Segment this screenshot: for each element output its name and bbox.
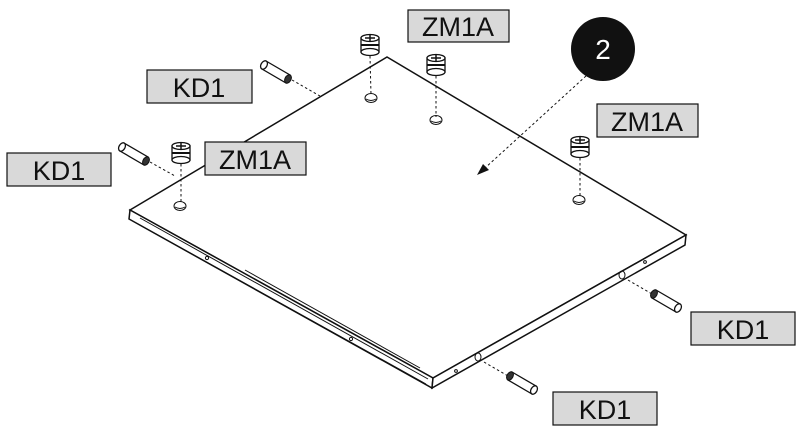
label-text: KD1 xyxy=(173,73,226,103)
cam-lock-icon xyxy=(171,33,590,165)
step-badge: 2 xyxy=(571,17,635,81)
dowel-right-icon xyxy=(650,289,683,313)
part-labels: ZM1A KD1 ZM1A ZM1A KD1 KD1 KD1 xyxy=(6,9,796,426)
label-cam-right: ZM1A xyxy=(596,103,699,138)
dowel-bottom-icon xyxy=(506,371,539,395)
label-text: ZM1A xyxy=(422,12,494,42)
label-dowel-left: KD1 xyxy=(6,152,112,187)
dowel-left-icon xyxy=(117,142,150,166)
step-number: 2 xyxy=(595,34,611,65)
cam-left-icon xyxy=(171,141,191,165)
label-text: KD1 xyxy=(33,156,86,186)
label-cam-left: ZM1A xyxy=(204,141,307,176)
dowel-icon xyxy=(117,60,683,395)
label-cam-top: ZM1A xyxy=(407,9,510,43)
label-text: KD1 xyxy=(579,395,632,425)
cam-top-left-icon xyxy=(360,33,380,57)
cam-holes xyxy=(173,93,586,211)
label-dowel-bottom: KD1 xyxy=(552,391,658,426)
dowel-top-left-icon xyxy=(259,60,292,84)
panel-board xyxy=(128,56,688,390)
cam-right-icon xyxy=(570,135,590,159)
alignment-lines xyxy=(149,55,653,377)
label-dowel-right: KD1 xyxy=(690,311,796,346)
step-pointer xyxy=(477,75,587,175)
cam-top-right-icon xyxy=(426,53,446,77)
label-text: ZM1A xyxy=(219,145,291,175)
label-text: KD1 xyxy=(717,315,770,345)
label-dowel-top-left: KD1 xyxy=(146,69,253,104)
label-text: ZM1A xyxy=(611,107,683,137)
